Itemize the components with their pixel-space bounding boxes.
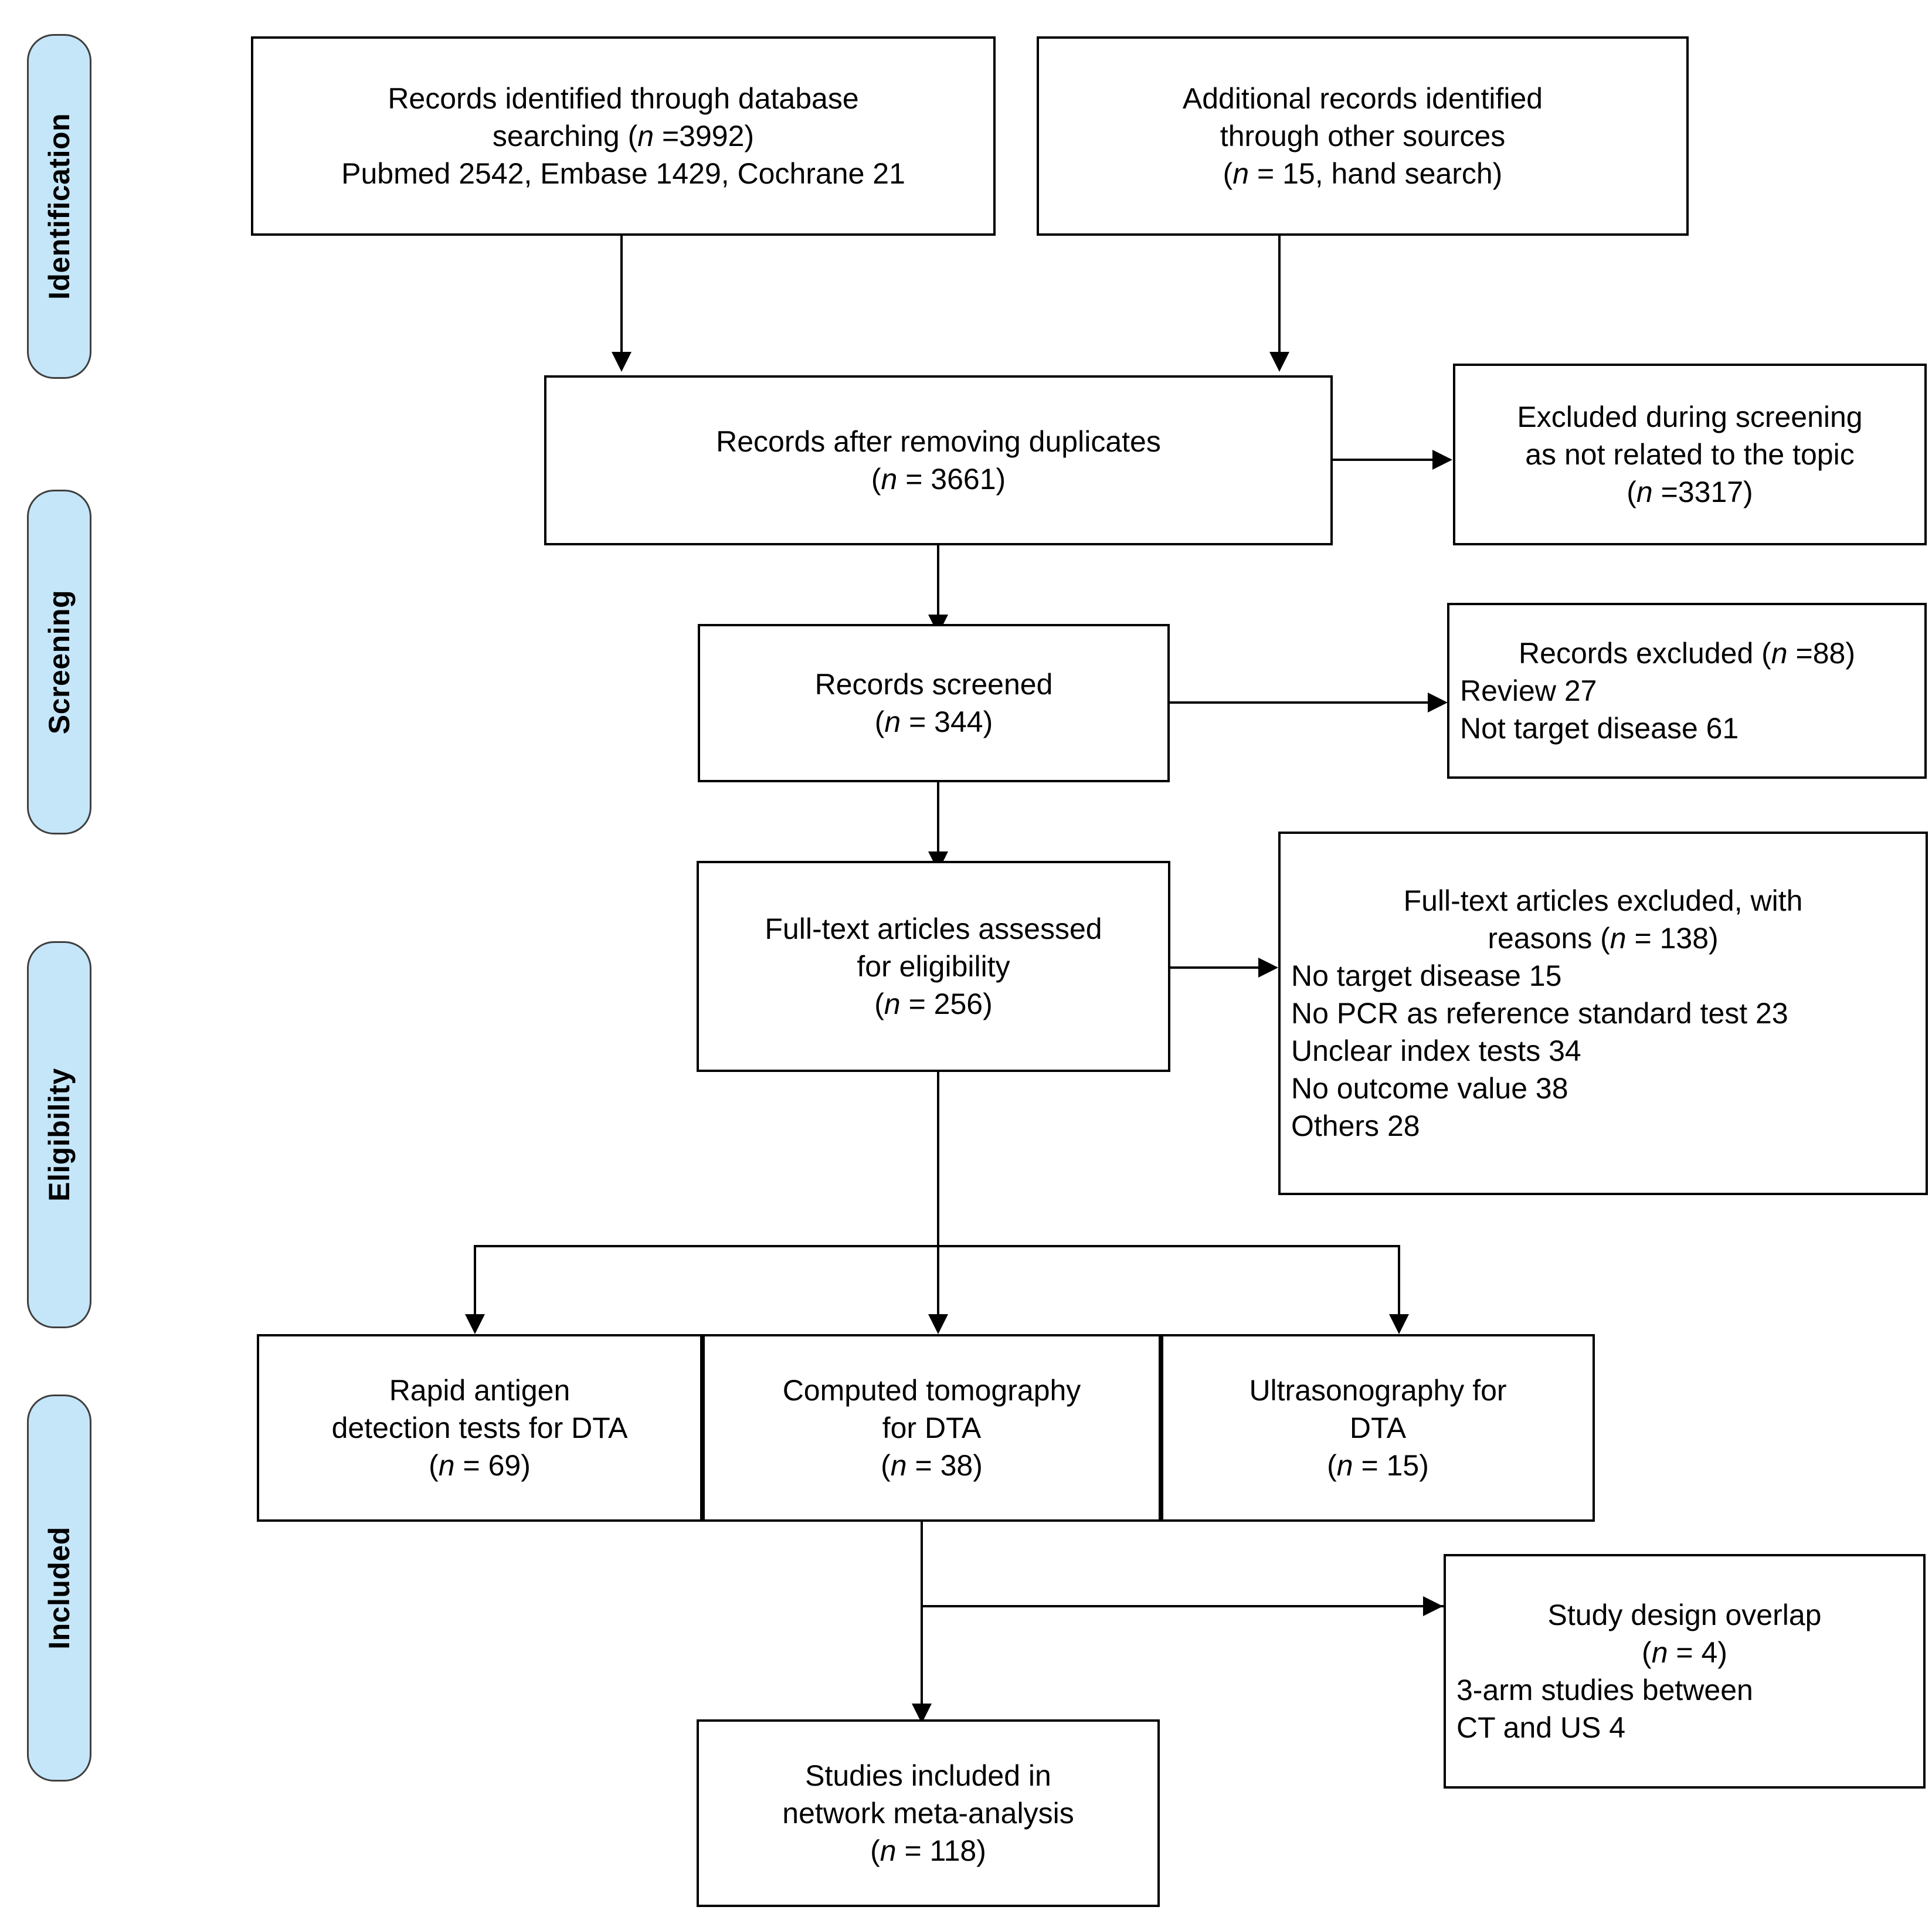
records-screened-line-2: (n = 344) — [874, 705, 993, 738]
other-sources-line-2: through other sources — [1220, 120, 1506, 152]
after-duplicates-line-1: Records after removing duplicates — [716, 425, 1161, 458]
database-search-line-3: Pubmed 2542, Embase 1429, Cochrane 21 — [341, 157, 905, 190]
rapid-antigen-line-2: detection tests for DTA — [331, 1412, 628, 1444]
box-fulltext-assessed: Full-text articles assessed for eligibil… — [697, 861, 1170, 1072]
network-meta-line-1: Studies included in — [805, 1759, 1051, 1792]
box-fulltext-excluded: Full-text articles excluded, with reason… — [1278, 832, 1928, 1195]
connector-ct-to-overlap — [921, 1605, 1445, 1607]
connector-screened-to-excluded — [1170, 701, 1428, 704]
arrowhead-branch-center — [928, 1314, 948, 1334]
fulltext-excluded-line-5: Unclear index tests 34 — [1291, 1034, 1581, 1067]
database-search-line-2: searching (n =3992) — [492, 120, 755, 152]
fulltext-excluded-line-4: No PCR as reference standard test 23 — [1291, 997, 1788, 1030]
records-excluded-line-1: Records excluded (n =88) — [1519, 637, 1855, 670]
computed-tomography-line-2: for DTA — [882, 1412, 982, 1444]
phase-tab-screening: Screening — [27, 490, 91, 834]
box-after-duplicates: Records after removing duplicates (n = 3… — [544, 375, 1333, 545]
phase-label-included: Included — [43, 1526, 76, 1650]
connector-ct-down-stem — [921, 1522, 923, 1715]
ultrasonography-line-3: (n = 15) — [1327, 1449, 1429, 1482]
arrowhead-branch-right — [1389, 1314, 1409, 1334]
arrowhead-fulltext-to-excluded — [1258, 958, 1278, 978]
connector-fulltext-to-excluded — [1170, 966, 1258, 969]
connector-branch-right — [1398, 1245, 1400, 1321]
study-overlap-line-2: (n = 4) — [1642, 1636, 1727, 1669]
arrowhead-screened-to-excluded — [1428, 693, 1448, 712]
connector-other-to-duplicates — [1278, 236, 1281, 358]
after-duplicates-line-2: (n = 3661) — [871, 463, 1006, 496]
box-excluded-screening: Excluded during screening as not related… — [1453, 364, 1927, 545]
connector-branch-left — [474, 1245, 476, 1321]
box-study-overlap: Study design overlap (n = 4) 3-arm studi… — [1444, 1554, 1926, 1789]
fulltext-excluded-line-1: Full-text articles excluded, with — [1403, 884, 1803, 917]
fulltext-excluded-line-7: Others 28 — [1291, 1110, 1420, 1142]
connector-duplicates-to-screened — [937, 545, 939, 620]
records-screened-line-1: Records screened — [814, 668, 1053, 701]
ultrasonography-line-1: Ultrasonography for — [1249, 1374, 1507, 1407]
records-excluded-line-2: Review 27 — [1460, 674, 1597, 707]
connector-duplicates-to-excluded — [1333, 459, 1432, 461]
other-sources-line-3: (n = 15, hand search) — [1223, 157, 1503, 190]
fulltext-excluded-line-2: reasons (n = 138) — [1488, 922, 1719, 955]
phase-tab-eligibility: Eligibility — [27, 941, 91, 1328]
arrowhead-ct-to-overlap — [1423, 1596, 1443, 1616]
box-records-excluded: Records excluded (n =88) Review 27 Not t… — [1447, 603, 1927, 779]
phase-tab-included: Included — [27, 1395, 91, 1782]
phase-label-identification: Identification — [43, 113, 76, 300]
computed-tomography-line-3: (n = 38) — [881, 1449, 983, 1482]
arrowhead-duplicates-to-excluded — [1432, 450, 1452, 470]
rapid-antigen-line-3: (n = 69) — [429, 1449, 531, 1482]
box-records-screened: Records screened (n = 344) — [698, 624, 1170, 782]
study-overlap-line-4: CT and US 4 — [1456, 1711, 1626, 1744]
rapid-antigen-line-1: Rapid antigen — [389, 1374, 571, 1407]
phase-tab-identification: Identification — [27, 34, 91, 379]
arrowhead-branch-left — [465, 1314, 485, 1334]
excluded-screening-line-2: as not related to the topic — [1525, 438, 1855, 471]
database-search-line-1: Records identified through database — [388, 82, 859, 115]
box-rapid-antigen: Rapid antigen detection tests for DTA (n… — [257, 1334, 702, 1522]
records-excluded-line-3: Not target disease 61 — [1460, 712, 1739, 745]
computed-tomography-line-1: Computed tomography — [782, 1374, 1081, 1407]
box-other-sources: Additional records identified through ot… — [1037, 36, 1689, 236]
box-network-meta-analysis: Studies included in network meta-analysi… — [697, 1719, 1160, 1907]
excluded-screening-line-1: Excluded during screening — [1517, 401, 1863, 433]
box-database-search: Records identified through database sear… — [251, 36, 996, 236]
connector-fulltext-branch-stem — [937, 1072, 939, 1245]
fulltext-assessed-line-2: for eligibility — [857, 950, 1010, 983]
fulltext-assessed-line-1: Full-text articles assessed — [765, 912, 1102, 945]
excluded-screening-line-3: (n =3317) — [1627, 476, 1753, 508]
box-computed-tomography: Computed tomography for DTA (n = 38) — [702, 1334, 1161, 1522]
network-meta-line-2: network meta-analysis — [782, 1797, 1074, 1830]
arrowhead-other-to-duplicates — [1269, 352, 1289, 372]
ultrasonography-line-2: DTA — [1349, 1412, 1407, 1444]
fulltext-assessed-line-3: (n = 256) — [874, 988, 993, 1020]
phase-label-eligibility: Eligibility — [43, 1068, 76, 1202]
fulltext-excluded-line-6: No outcome value 38 — [1291, 1072, 1568, 1105]
study-overlap-line-1: Study design overlap — [1547, 1599, 1822, 1631]
arrowhead-database-to-duplicates — [612, 352, 631, 372]
other-sources-line-1: Additional records identified — [1182, 82, 1543, 115]
network-meta-line-3: (n = 118) — [870, 1834, 986, 1867]
connector-branch-center — [937, 1245, 939, 1321]
study-overlap-line-3: 3-arm studies between — [1456, 1674, 1753, 1706]
phase-label-screening: Screening — [43, 589, 76, 735]
box-ultrasonography: Ultrasonography for DTA (n = 15) — [1161, 1334, 1595, 1522]
fulltext-excluded-line-3: No target disease 15 — [1291, 959, 1562, 992]
connector-screened-to-fulltext — [937, 782, 939, 859]
connector-database-to-duplicates — [620, 236, 623, 358]
